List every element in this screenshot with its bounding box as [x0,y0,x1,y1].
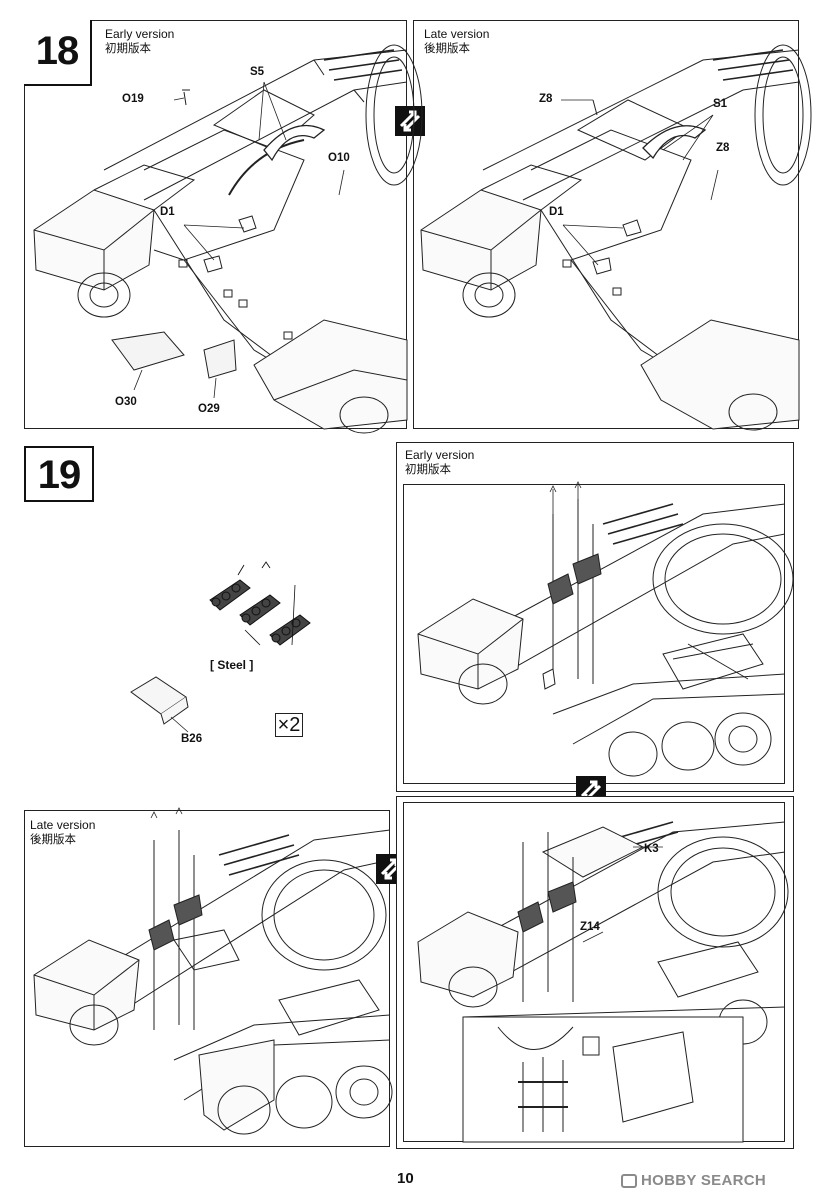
part-label-o29: O29 [198,403,220,415]
step19-number-box: 19 [24,446,94,502]
step18-early-drawing [33,44,423,434]
part-label-d1-late: D1 [549,206,564,218]
part-label-k3: K3 [644,843,659,855]
step18-number-box: 18 [24,20,92,86]
step19-early-drawing [417,481,794,777]
step18-late-label: Late version 後期版本 [424,27,489,55]
step18-early-en: Early version [105,27,175,41]
step19-late-zh: 後期版本 [30,832,76,846]
part-label-o10: O10 [328,152,350,164]
step19-late-right-drawing [417,821,789,1143]
step19-late-drawing [33,807,393,1135]
step19-late-en: Late version [30,818,96,832]
steel-label: [ Steel ] [210,658,254,672]
page-number: 10 [397,1170,414,1187]
step19-number: 19 [37,453,81,497]
step18-late-en: Late version [424,27,490,41]
step19-track-links-drawing [209,561,311,646]
part-label-z8-top: Z8 [539,93,553,105]
part-label-s1: S1 [713,98,728,110]
part-label-z8-side: Z8 [716,142,730,154]
quantity-text: ×2 [277,714,301,736]
step19-b26-drawing [130,676,189,733]
step19-late-label: Late version 後期版本 [30,818,95,846]
swap-arrows-icon [395,106,425,136]
step18-early-zh: 初期版本 [105,41,151,55]
part-label-z14: Z14 [580,921,600,933]
step19-early-en: Early version [405,448,475,462]
hobbysearch-logo-icon [621,1174,637,1188]
part-label-s5: S5 [250,66,265,78]
step18-number: 18 [35,29,79,73]
watermark: HOBBY SEARCH [641,1172,767,1189]
part-label-o30: O30 [115,396,137,408]
part-label-d1: D1 [160,206,175,218]
part-label-b26: B26 [181,733,203,745]
step19-early-label: Early version 初期版本 [405,448,474,476]
quantity-badge: ×2 [275,713,303,737]
step18-late-drawing [420,44,812,431]
step18-late-zh: 後期版本 [424,41,470,55]
step19-early-zh: 初期版本 [405,462,451,476]
step18-early-label: Early version 初期版本 [105,27,174,55]
part-label-o19: O19 [122,93,144,105]
